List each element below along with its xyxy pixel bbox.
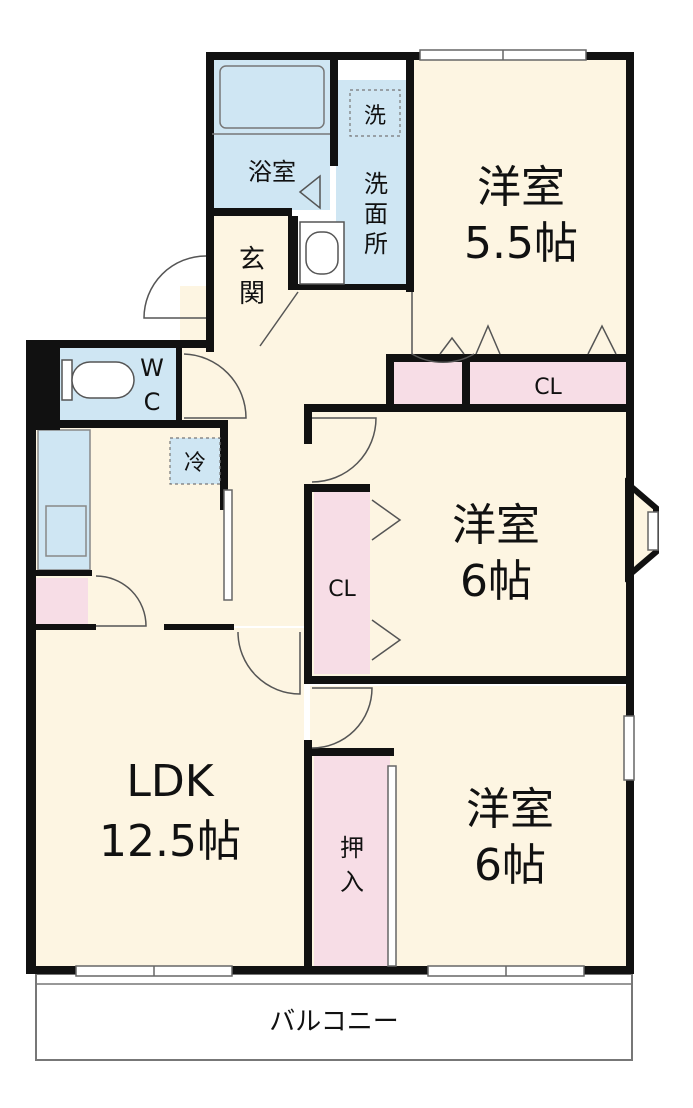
toilet-tank <box>61 359 73 401</box>
washroom-label-3: 所 <box>364 230 388 258</box>
closet-top-left-floor <box>392 362 462 406</box>
toilet-bowl <box>71 361 135 399</box>
washroom-label-1: 洗 <box>364 170 388 198</box>
oshiire-label-1: 押 <box>340 834 364 862</box>
ldk-floor <box>36 628 304 968</box>
balcony-area <box>35 973 633 1061</box>
wash-basin-bowl <box>305 231 339 275</box>
toilet-label-1: W <box>140 354 164 382</box>
balcony-label: バルコニー <box>269 1007 398 1037</box>
western-room-3-name: 洋室 <box>466 784 554 835</box>
western-room-2-name: 洋室 <box>452 500 540 551</box>
oshiire-floor <box>314 756 390 968</box>
closet-mid-label: CL <box>328 577 356 602</box>
closet-top-floor <box>468 362 626 406</box>
ldk-size: 12.5帖 <box>99 816 241 867</box>
closet-top-label: CL <box>534 375 562 400</box>
fridge-label: 冷 <box>184 451 206 476</box>
laundry-label: 洗 <box>364 104 386 129</box>
western-room-2-size: 6帖 <box>460 556 532 607</box>
fridge-space <box>169 437 221 485</box>
storage-small <box>36 578 88 626</box>
western-room-1-floor <box>412 56 630 360</box>
western-room-3-size: 6帖 <box>474 840 546 891</box>
entrance-label-1: 玄 <box>239 245 265 275</box>
sink <box>45 505 87 557</box>
doors <box>95 174 475 749</box>
washroom-label-2: 面 <box>364 200 388 228</box>
windows <box>75 49 659 977</box>
oshiire-label-2: 入 <box>340 868 364 896</box>
toilet-label-2: C <box>144 388 161 416</box>
bathtub <box>219 65 325 129</box>
entrance-label-2: 関 <box>239 279 265 309</box>
western-room-1-name: 洋室 <box>477 162 565 213</box>
closet-mid-floor <box>314 492 370 674</box>
western-room-1-size: 5.5帖 <box>464 218 578 269</box>
walls <box>26 52 634 974</box>
bathroom-label: 浴室 <box>248 158 296 186</box>
laundry-pan <box>349 89 401 137</box>
ldk-name: LDK <box>126 756 214 807</box>
closet-doors <box>371 324 617 661</box>
